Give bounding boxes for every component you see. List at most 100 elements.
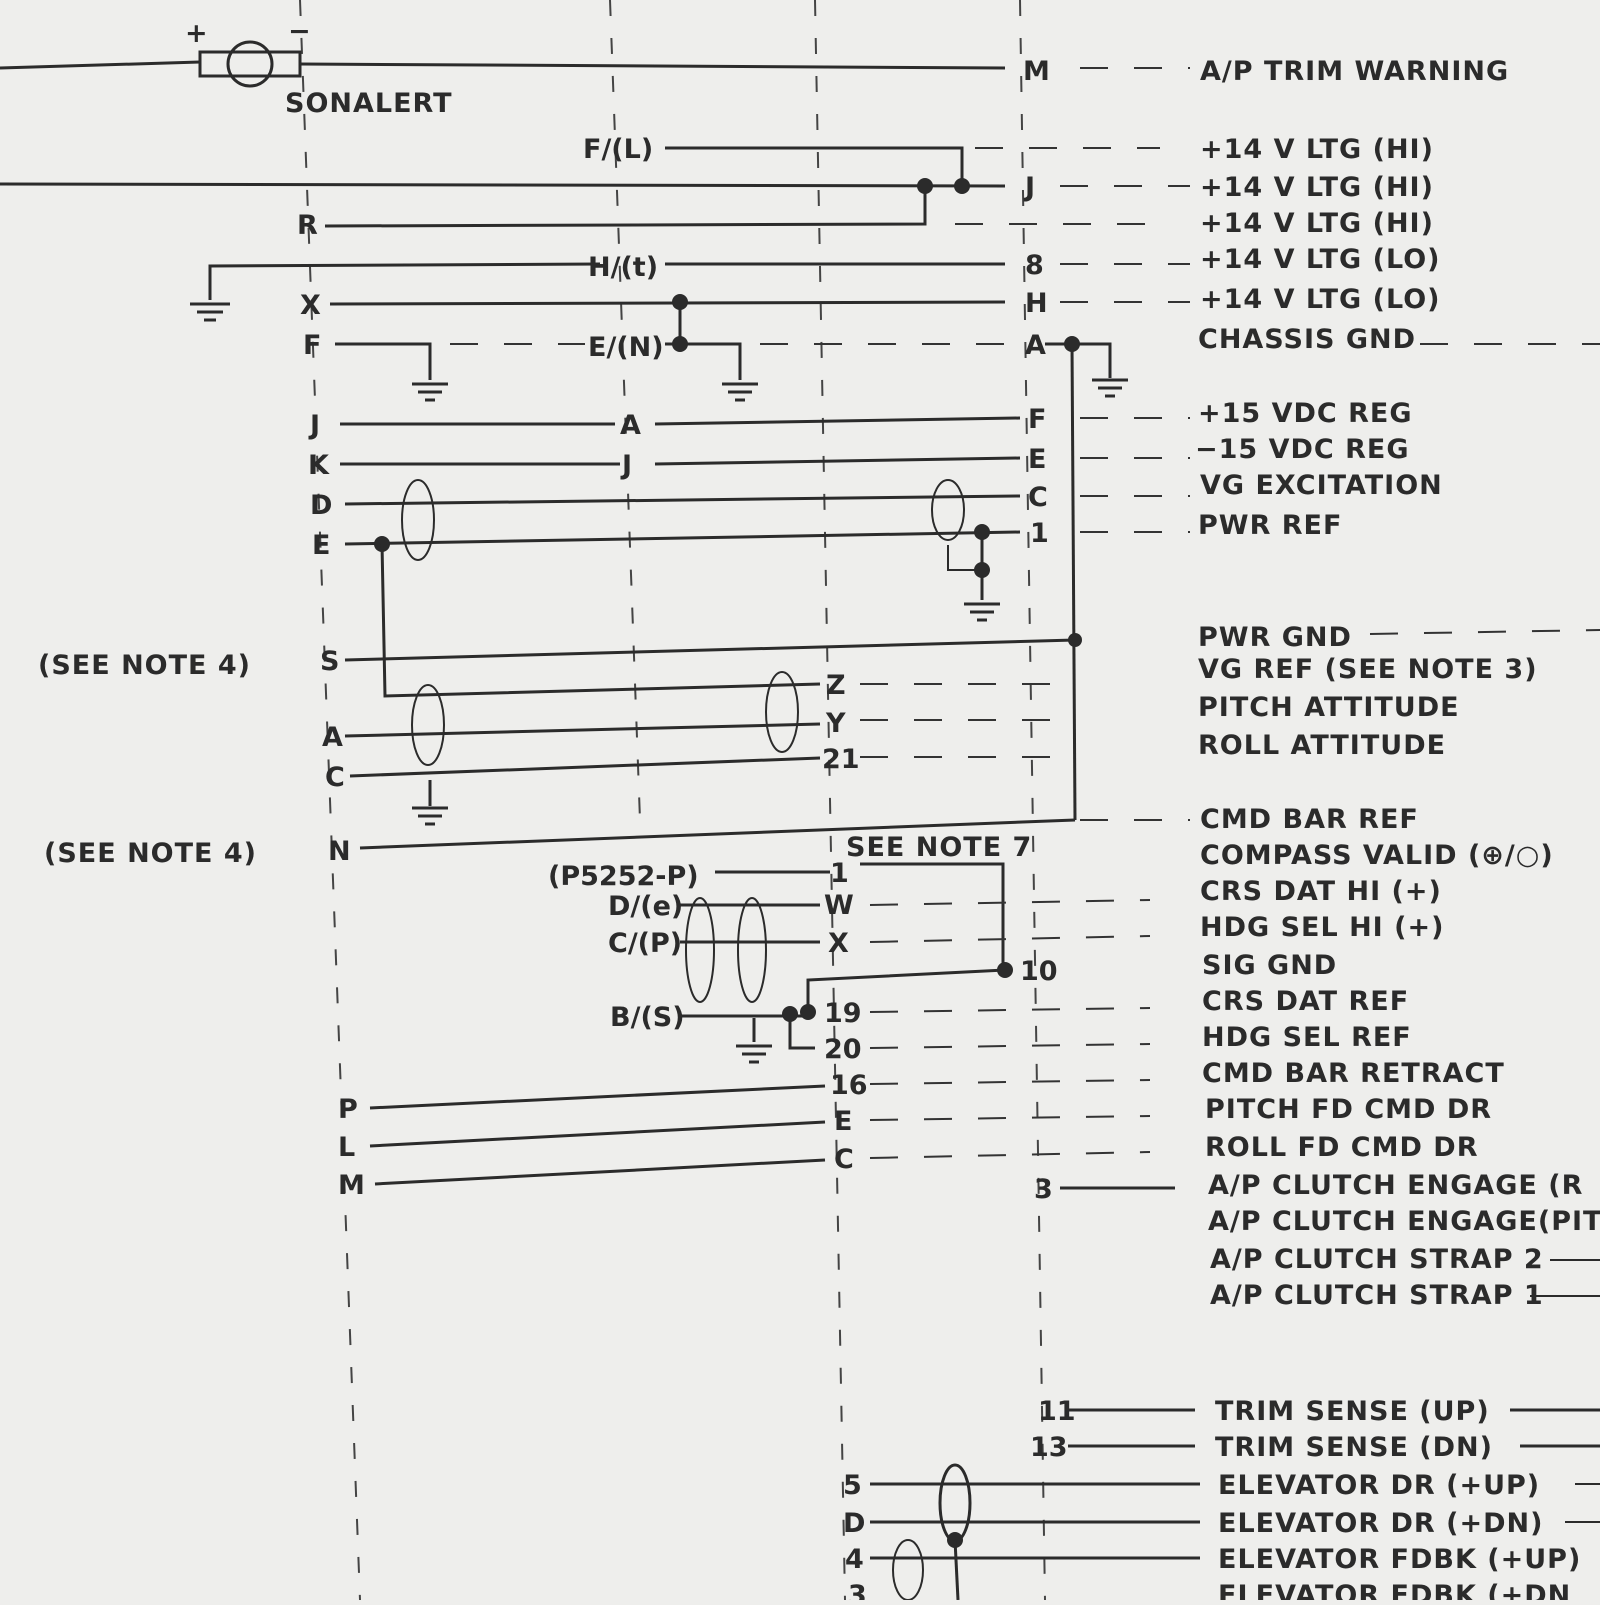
pin-label: E xyxy=(312,530,330,561)
pin-label: 13 xyxy=(1030,1432,1068,1463)
shield-icon xyxy=(401,479,435,561)
pin-label: 21 xyxy=(822,744,860,775)
pin-label: 10 xyxy=(1020,956,1058,987)
wire-roll-fd xyxy=(374,1158,826,1186)
wire-15vdc-pos xyxy=(654,416,1021,426)
signal-label: PWR GND xyxy=(1198,622,1352,653)
signal-label: A/P TRIM WARNING xyxy=(1200,56,1509,87)
signal-label: ELEVATOR DR (+UP) xyxy=(1218,1470,1540,1501)
pin-label: 19 xyxy=(824,998,862,1029)
pin-label: 16 xyxy=(830,1070,868,1101)
junction-dot xyxy=(672,336,688,352)
junction-dot xyxy=(1068,633,1082,647)
note-see-7: SEE NOTE 7 xyxy=(846,832,1032,863)
signal-label: VG REF (SEE NOTE 3) xyxy=(1198,654,1538,685)
ground-icon xyxy=(412,780,448,826)
signal-label: PWR REF xyxy=(1198,510,1342,541)
pin-label: P xyxy=(338,1094,358,1125)
pin-label: J xyxy=(308,410,320,441)
wire-vg-ref xyxy=(380,543,821,698)
wire-pwr-gnd xyxy=(344,638,1076,662)
wire-pitch-attitude xyxy=(344,722,821,738)
signal-label: ELEVATOR FDBK (+DN xyxy=(1218,1580,1571,1600)
wire-e-n-gnd xyxy=(665,342,742,380)
sonalert-symbol: + − SONALERT xyxy=(0,16,1006,119)
pin-column-2: F/(L) H/(t) E/(N) A J D/(e) C/(P) B/(S) xyxy=(583,134,685,1033)
wire-pwr-ref xyxy=(344,530,1021,546)
signal-label: SIG GND xyxy=(1202,950,1337,981)
wire-f-l xyxy=(665,146,964,186)
wire-note7 xyxy=(860,862,1005,970)
signal-names: A/P TRIM WARNING +14 V LTG (HI) +14 V LT… xyxy=(1195,56,1600,1605)
pin-label: N xyxy=(328,836,351,867)
pin-column-3: Z Y 21 1 W X 19 20 16 E C 5 D 4 3 xyxy=(822,670,868,1605)
pin-label: 11 xyxy=(1038,1396,1076,1427)
signal-label: −15 VDC REG xyxy=(1195,434,1410,465)
connector-label: (P5252-P) xyxy=(548,861,699,892)
signal-label: PITCH FD CMD DR xyxy=(1205,1094,1492,1125)
pin-label: 3 xyxy=(1034,1174,1053,1205)
signal-label: A/P CLUTCH STRAP 1 xyxy=(1210,1280,1544,1311)
pin-label: H xyxy=(1025,288,1048,319)
signal-label: CHASSIS GND xyxy=(1198,324,1416,355)
signal-label: HDG SEL REF xyxy=(1202,1022,1412,1053)
pin-label: 20 xyxy=(824,1034,862,1065)
junction-dot xyxy=(672,294,688,310)
pin-label: W xyxy=(824,890,854,921)
pin-label: J xyxy=(620,450,632,481)
pin-label: R xyxy=(297,210,318,241)
note-see-4-b: (SEE NOTE 4) xyxy=(44,838,257,869)
wire-x xyxy=(329,300,1006,306)
wire-ltg-hi-main xyxy=(0,182,1006,188)
signal-label: ROLL FD CMD DR xyxy=(1205,1132,1479,1163)
sonalert-plus: + xyxy=(185,18,208,49)
pin-label: C xyxy=(834,1144,854,1175)
signal-label: +14 V LTG (HI) xyxy=(1200,172,1434,203)
wire-15vdc-neg xyxy=(654,456,1021,466)
pin-label: C/(P) xyxy=(608,928,682,959)
wire-r xyxy=(324,186,927,228)
signal-label: ROLL ATTITUDE xyxy=(1198,730,1446,761)
pin-label: S xyxy=(320,646,339,677)
pin-label: X xyxy=(828,928,849,959)
signal-label: +14 V LTG (LO) xyxy=(1200,244,1440,275)
pin-label: A xyxy=(322,722,343,753)
ground-icon xyxy=(964,602,1000,622)
pin-label: D xyxy=(310,490,332,521)
signal-label: HDG SEL HI (+) xyxy=(1200,912,1444,943)
signal-label: +14 V LTG (LO) xyxy=(1200,284,1440,315)
pin-label: E xyxy=(1028,444,1046,475)
ground-icon xyxy=(1092,378,1128,398)
pin-label: 8 xyxy=(1025,250,1044,281)
pin-label: Y xyxy=(825,708,846,739)
signal-label: CMD BAR REF xyxy=(1200,804,1419,835)
pin-label: L xyxy=(338,1132,355,1163)
shield-icon xyxy=(737,897,767,1003)
pin-label: 3 xyxy=(848,1580,867,1600)
pin-label: 1 xyxy=(830,858,849,889)
signal-label: +14 V LTG (HI) xyxy=(1200,208,1434,239)
wire-pitch-fd xyxy=(369,1120,826,1148)
sonalert-minus: − xyxy=(288,16,311,47)
pin-label: C xyxy=(1028,482,1048,513)
connector-bus-4 xyxy=(1019,0,1046,1601)
junction-dot xyxy=(917,178,933,194)
wire-sig-gnd xyxy=(806,968,1006,1012)
pin-label: F/(L) xyxy=(583,134,653,165)
signal-label: COMPASS VALID (⊕/○) xyxy=(1200,840,1554,871)
pin-label: 5 xyxy=(843,1470,862,1501)
pin-label: F xyxy=(1028,404,1046,435)
pin-label: M xyxy=(338,1170,365,1201)
signal-label: TRIM SENSE (DN) xyxy=(1215,1432,1493,1463)
shield-icon xyxy=(685,897,715,1003)
signal-label: TRIM SENSE (UP) xyxy=(1215,1396,1490,1427)
signal-label: +14 V LTG (HI) xyxy=(1200,134,1434,165)
pin-label: E/(N) xyxy=(588,332,664,363)
junction-dot xyxy=(954,178,970,194)
junction-dot xyxy=(997,962,1013,978)
wire-hdg-sel-ref xyxy=(788,1014,815,1050)
wire-gnd-riser xyxy=(1070,343,1077,821)
pin-label: F xyxy=(303,330,321,361)
